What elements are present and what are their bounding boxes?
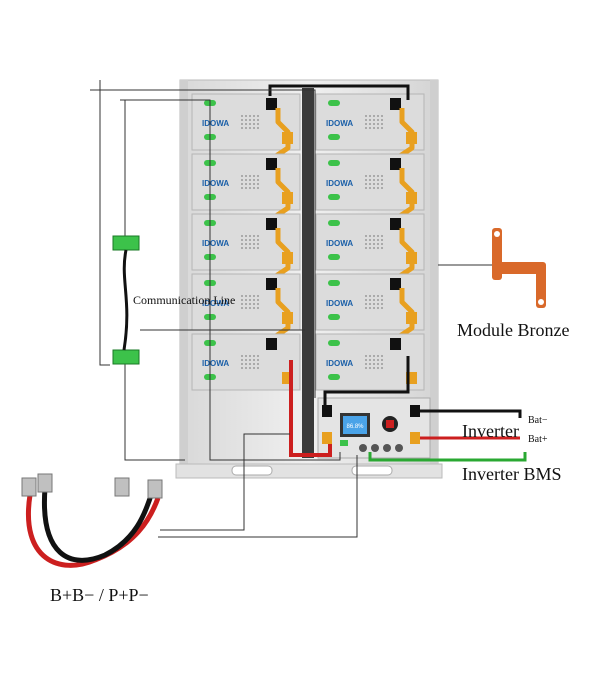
copper-busbar-icon [268, 108, 291, 163]
battery-modules: IDOWA IDOWA IDOWA IDOWA IDOWA IDOWA IDOWA IDOWA… [191, 93, 425, 391]
module-brand: IDOWA [326, 359, 353, 368]
module-brand: IDOWA [202, 359, 229, 368]
communication-line-label: Communication Line [133, 293, 236, 307]
battery-module-icon: IDOWA [191, 93, 301, 151]
copper-busbar-icon [268, 288, 291, 343]
module-brand: IDOWA [202, 179, 229, 188]
module-brand: IDOWA [202, 119, 229, 128]
inverter-label: Inverter [462, 421, 519, 441]
inverter-cables [368, 409, 527, 462]
lcd-display [343, 416, 367, 434]
bat-minus-label: Bat− [528, 415, 548, 426]
module-brand: IDOWA [202, 239, 229, 248]
terminal-icon [410, 405, 420, 417]
battery-module-icon: IDOWA [315, 333, 425, 391]
port-icon [383, 444, 391, 452]
module-brand: IDOWA [326, 239, 353, 248]
control-box: 86.8% [317, 397, 431, 459]
port-icon [359, 444, 367, 452]
display-reading: 86.8% [346, 424, 364, 430]
copper-busbar-icon [492, 228, 546, 308]
module-brand: IDOWA [202, 299, 229, 308]
battery-module-icon: IDOWA [315, 93, 425, 151]
rack-power-cables [268, 84, 410, 457]
battery-module-icon: IDOWA [315, 153, 425, 211]
port-icon [395, 444, 403, 452]
copper-busbar-icon [392, 228, 415, 283]
module-brand: IDOWA [326, 299, 353, 308]
copper-busbar-icon [392, 168, 415, 223]
inverter-bms-line [368, 452, 527, 462]
cable-labels: B+B− / P+P− [50, 585, 149, 605]
module-bronze-label: Module Bronze [457, 320, 570, 340]
battery-module-icon: IDOWA [191, 213, 301, 271]
inverter-bms-label: Inverter BMS [462, 464, 562, 484]
terminal-icon [322, 432, 332, 444]
communication-wiring [90, 80, 495, 538]
module-brand: IDOWA [326, 119, 353, 128]
power-cable-icon [21, 473, 163, 568]
port-icon [371, 444, 379, 452]
terminal-icon [322, 405, 332, 417]
battery-module-icon: IDOWA [191, 333, 301, 391]
copper-busbar-icon [392, 108, 415, 163]
communication-connector-icon [112, 235, 140, 365]
module-brand: IDOWA [326, 179, 353, 188]
battery-module-icon: IDOWA [191, 153, 301, 211]
bat-minus-cable [420, 409, 522, 418]
copper-busbar-icon [268, 228, 291, 283]
battery-module-icon: IDOWA [315, 213, 425, 271]
battery-module-icon: IDOWA [315, 273, 425, 331]
copper-busbar-icon [392, 288, 415, 343]
copper-busbar-icon [268, 168, 291, 223]
bat-plus-label: Bat+ [528, 434, 548, 445]
terminal-icon [410, 432, 420, 444]
